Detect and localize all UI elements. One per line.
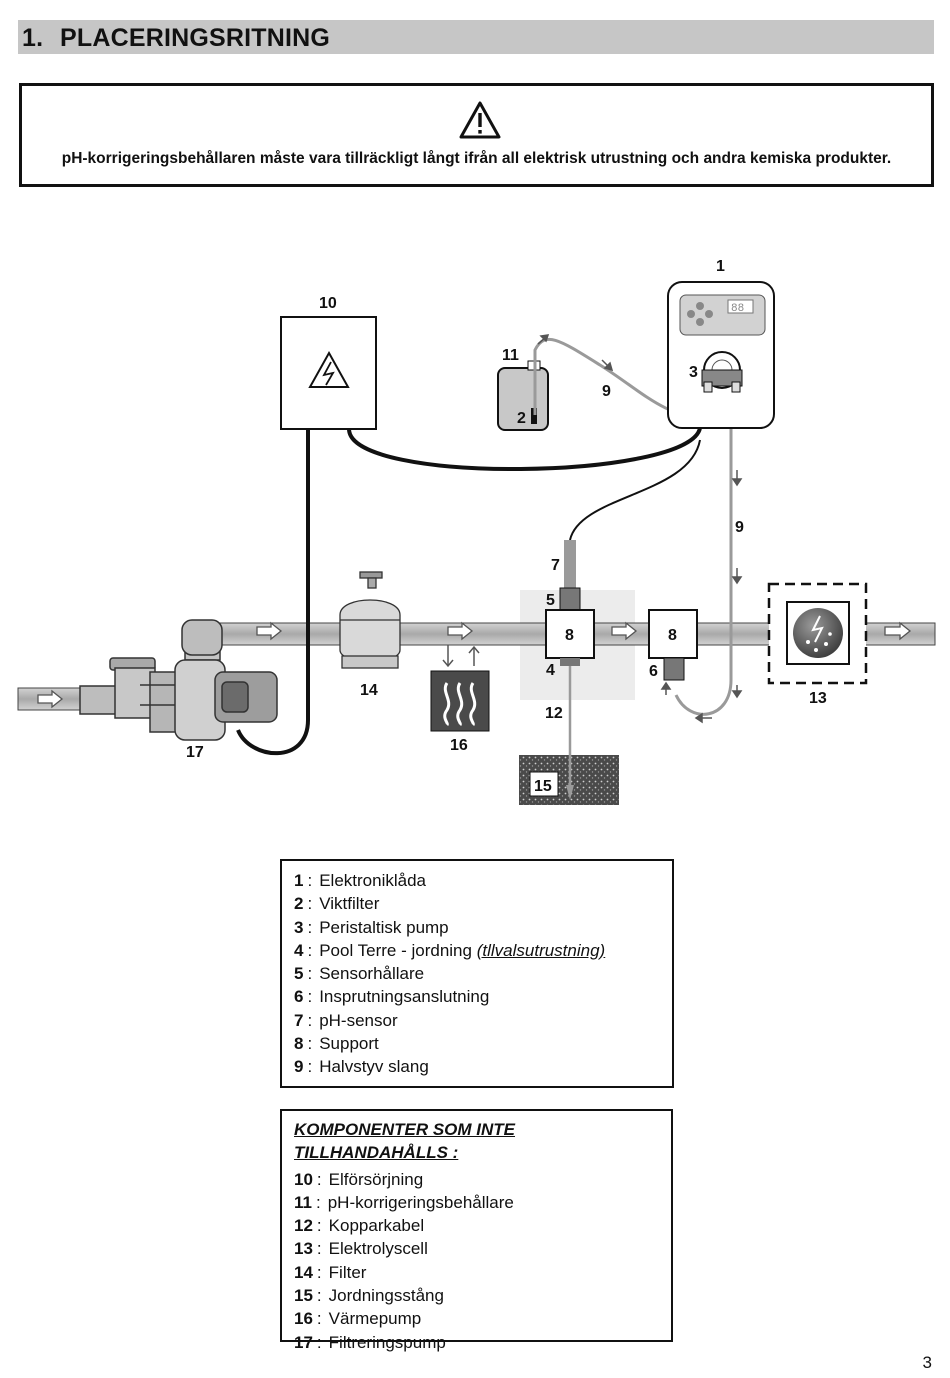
legend-not-supplied-components: KOMPONENTER SOM INTE TILLHANDAHÅLLS : 10… — [280, 1109, 673, 1352]
legend-item: 2:Viktfilter — [294, 894, 380, 914]
legend-item: 8:Support — [294, 1034, 379, 1054]
label-14: 14 — [360, 682, 378, 699]
label-8a: 8 — [565, 627, 574, 644]
optional-note: (tllvalsutrustning) — [476, 940, 606, 960]
heat-pump — [430, 645, 490, 732]
legend-item: 6:Insprutningsanslutning — [294, 987, 490, 1007]
warning-text: pH-korrigeringsbehållaren måste vara til… — [61, 150, 892, 167]
label-1: 1 — [716, 258, 725, 275]
legend-item: 17:Filtreringspump — [294, 1332, 446, 1352]
injection-support — [648, 609, 698, 681]
label-4: 4 — [546, 662, 555, 679]
label-16: 16 — [450, 737, 468, 754]
warning-triangle-icon — [459, 101, 501, 139]
label-3: 3 — [689, 364, 698, 381]
legend-title: KOMPONENTER SOM INTE TILLHANDAHÅLLS : — [294, 1120, 516, 1163]
label-8b: 8 — [668, 627, 677, 644]
legend-item: 7:pH-sensor — [294, 1010, 398, 1030]
label-2: 2 — [517, 410, 526, 427]
legend-item: 13:Elektrolyscell — [294, 1239, 428, 1259]
display-readout: 88 — [731, 303, 744, 315]
label-13: 13 — [809, 690, 827, 707]
page-number: 3 — [922, 1353, 932, 1372]
label-5: 5 — [546, 592, 555, 609]
legend-supplied-components: 1:Elektroniklåda 2:Viktfilter 3:Peristal… — [280, 859, 674, 1088]
label-15: 15 — [534, 778, 552, 795]
label-7: 7 — [551, 557, 560, 574]
flow-arrows — [37, 621, 912, 709]
legend-item: 14:Filter — [294, 1262, 367, 1282]
diagram-labels: 1 10 11 2 3 9 9 7 5 8 8 4 6 12 15 13 14 … — [186, 258, 827, 795]
label-9b: 9 — [735, 519, 744, 536]
label-9a: 9 — [602, 383, 611, 400]
legend-item: 1:Elektroniklåda — [294, 871, 426, 890]
legend-item: 12:Kopparkabel — [294, 1216, 425, 1236]
label-12: 12 — [545, 705, 563, 722]
legend-item: 4:Pool Terre - jordning (tllvalsutrustni… — [294, 940, 606, 960]
filtration-pump — [79, 619, 278, 741]
label-17: 17 — [186, 744, 204, 761]
installation-diagram: 88 1 10 11 2 3 9 9 7 5 — [17, 258, 936, 805]
power-supply — [236, 316, 702, 756]
label-11: 11 — [502, 347, 519, 364]
legend-item: 9:Halvstyv slang — [294, 1057, 429, 1077]
legend-item: 5:Sensorhållare — [294, 964, 425, 984]
section-number: 1. — [22, 24, 44, 52]
legend-item: 10:Elförsörjning — [294, 1169, 424, 1189]
electronic-box: 88 — [667, 281, 775, 429]
legend-item: 15:Jordningsstång — [294, 1286, 444, 1306]
legend-item: 3:Peristaltisk pump — [294, 917, 449, 937]
warning-box: pH-korrigeringsbehållaren måste vara til… — [19, 83, 934, 187]
section-header: 1. PLACERINGSRITNING — [18, 20, 934, 54]
electrolysis-cell — [767, 582, 868, 685]
sensor-assembly — [545, 439, 701, 800]
label-10: 10 — [319, 295, 337, 312]
legend-item: 16:Värmepump — [294, 1309, 422, 1329]
label-6: 6 — [649, 663, 658, 680]
section-title: PLACERINGSRITNING — [60, 24, 331, 52]
legend-item: 11:pH-korrigeringsbehållare — [294, 1192, 514, 1212]
sand-filter — [339, 571, 401, 669]
